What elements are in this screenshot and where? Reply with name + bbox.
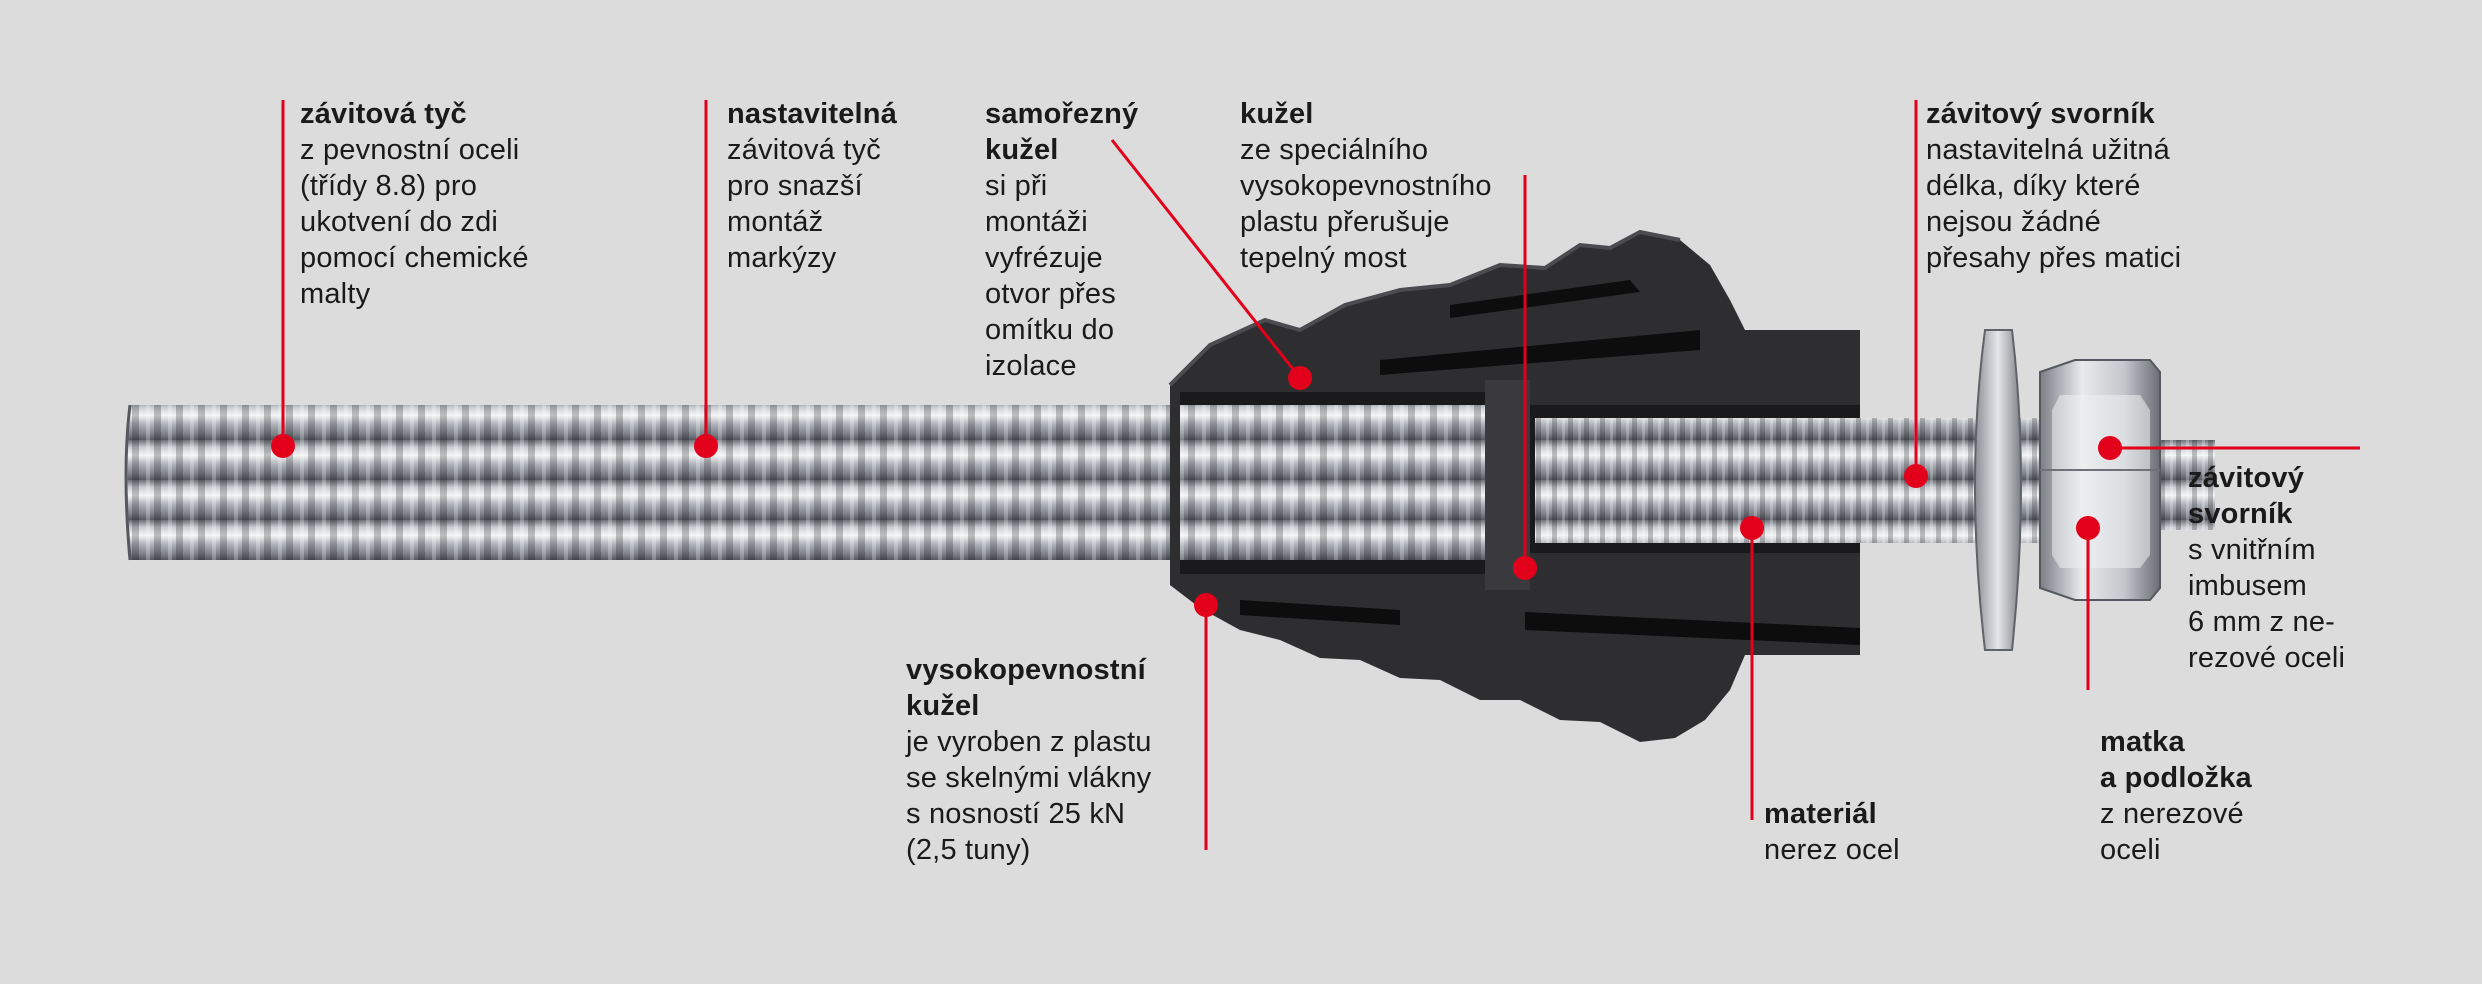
label-material-title: materiál — [1764, 798, 1877, 830]
label-adjustable-rod: nastavitelná závitová tyč pro snazší mon… — [727, 96, 897, 276]
label-self-cutting-cone: samořezný kužel si při montáži vyfrézuje… — [985, 96, 1138, 384]
label-nut-washer-desc: z nerezové oceli — [2100, 798, 2244, 866]
callout-dot-material — [1740, 516, 1764, 540]
label-self-cutting-cone-title: samořezný kužel — [985, 98, 1139, 166]
label-self-cutting-cone-desc: si při montáži vyfrézuje otvor přes omít… — [985, 170, 1116, 382]
label-threaded-rod-title: závitová tyč — [300, 98, 467, 130]
label-high-strength-cone-title: vysokopevnostní kužel — [906, 654, 1146, 722]
callout-lines — [281, 100, 2360, 850]
callout-dot-self-cutting-cone — [1288, 366, 1312, 390]
label-material-desc: nerez ocel — [1764, 834, 1900, 866]
label-high-strength-cone: vysokopevnostní kužel je vyroben z plast… — [906, 652, 1152, 868]
label-cone-plastic: kužel ze speciálního vysokopevnostního p… — [1240, 96, 1492, 276]
callout-dot-threaded-bolt-hex — [2098, 436, 2122, 460]
label-high-strength-cone-desc: je vyroben z plastu se skelnými vlákny s… — [906, 726, 1152, 866]
label-threaded-bolt-top-title: závitový svorník — [1926, 98, 2155, 130]
callout-dot-high-strength-cone — [1194, 593, 1218, 617]
label-adjustable-rod-desc: závitová tyč pro snazší montáž markýzy — [727, 134, 881, 274]
threaded-bolt-shape — [1535, 418, 2215, 543]
callout-dot-cone-plastic — [1513, 556, 1537, 580]
callout-dot-nut-washer — [2076, 516, 2100, 540]
label-threaded-bolt-hex-desc: s vnitřním imbusem 6 mm z ne- rezové oce… — [2188, 534, 2346, 674]
label-threaded-rod: závitová tyč z pevnostní oceli (třídy 8.… — [300, 96, 529, 312]
label-nut-washer-title: matka a podložka — [2100, 726, 2252, 794]
label-threaded-bolt-top: závitový svorník nastavitelná užitná dél… — [1926, 96, 2181, 276]
label-adjustable-rod-title: nastavitelná — [727, 98, 898, 130]
callout-dots — [271, 366, 2122, 617]
rod-inside-cone — [1180, 405, 1485, 560]
label-threaded-bolt-hex: závitový svorník s vnitřním imbusem 6 mm… — [2188, 460, 2345, 676]
callout-dot-threaded-bolt-top — [1904, 464, 1928, 488]
label-cone-plastic-desc: ze speciálního vysokopevnostního plastu … — [1240, 134, 1492, 274]
callout-dot-adjustable-rod — [694, 434, 718, 458]
label-threaded-bolt-hex-title: závitový svorník — [2188, 462, 2305, 530]
label-cone-plastic-title: kužel — [1240, 98, 1314, 130]
callout-line-self-cutting-cone — [1110, 139, 1302, 379]
label-nut-washer: matka a podložka z nerezové oceli — [2100, 724, 2252, 868]
washer-shape — [1974, 329, 2022, 651]
hex-nut-shape — [2039, 359, 2161, 601]
callout-dot-threaded-rod — [271, 434, 295, 458]
label-threaded-bolt-top-desc: nastavitelná užitná délka, díky které ne… — [1926, 134, 2182, 274]
label-threaded-rod-desc: z pevnostní oceli (třídy 8.8) pro ukotve… — [300, 134, 529, 310]
label-material: materiál nerez ocel — [1764, 796, 1900, 868]
threaded-rod-shape — [124, 404, 1180, 561]
